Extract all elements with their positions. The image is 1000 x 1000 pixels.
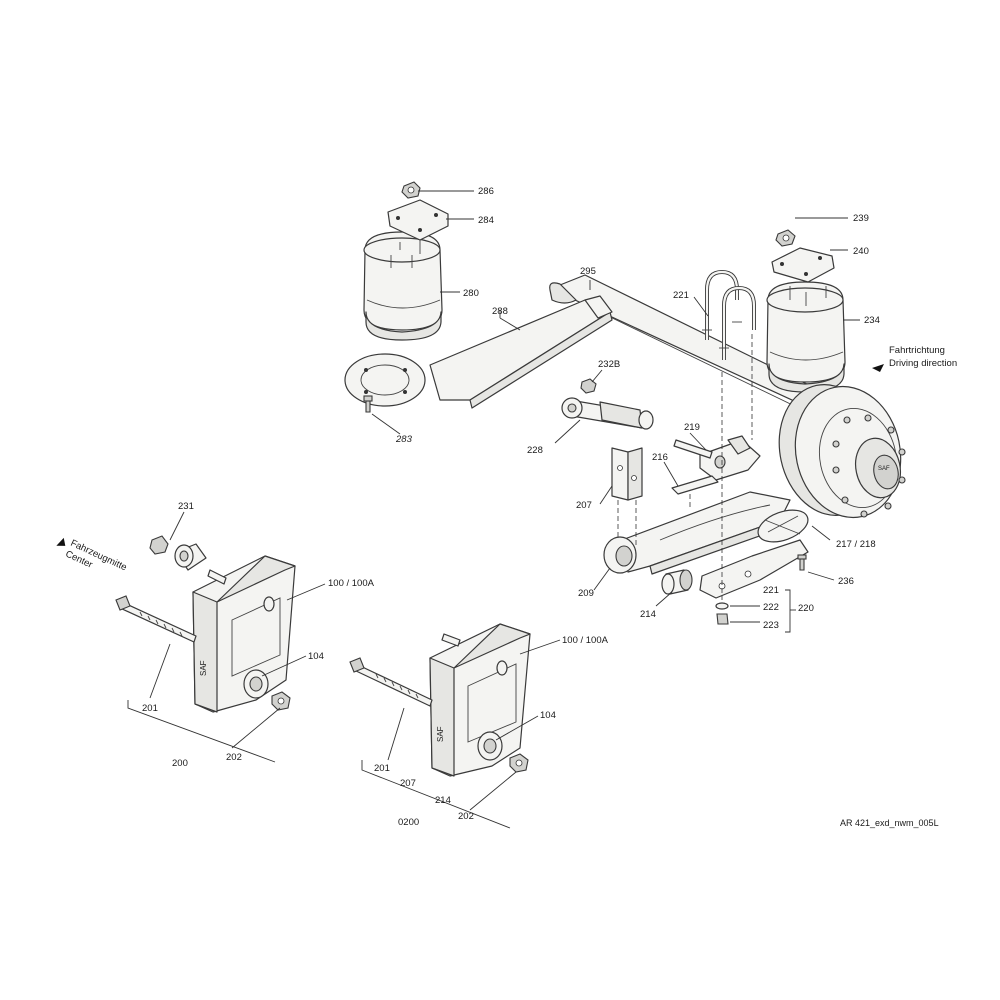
shock-absorber-228 (561, 397, 654, 430)
label-209: 209 (578, 588, 594, 599)
trailing-arm-209 (603, 491, 791, 575)
label-200: 200 (172, 758, 188, 769)
label-216: 216 (652, 452, 668, 463)
label-207: 207 (576, 500, 592, 511)
label-202-left: 202 (226, 752, 242, 763)
driving-direction-de: Fahrtrichtung (889, 345, 945, 356)
label-228: 228 (527, 445, 543, 456)
label-288: 288 (492, 306, 508, 317)
label-217-218: 217 / 218 (836, 539, 876, 550)
label-222: 222 (763, 602, 779, 613)
label-201-right: 201 (374, 763, 390, 774)
label-295: 295 (580, 266, 596, 277)
bolt-283 (363, 395, 373, 413)
nut-286 (401, 181, 421, 199)
label-220: 220 (798, 603, 814, 614)
bush-214 (661, 569, 693, 595)
bracket-brand-mark-left: SAF (199, 660, 208, 676)
label-231: 231 (178, 501, 194, 512)
hub-brand-mark: SAF (878, 466, 890, 472)
bush-231 (149, 535, 227, 585)
assembly-lines (617, 334, 753, 600)
label-0200: 0200 (398, 817, 419, 828)
label-104-left: 104 (308, 651, 324, 662)
label-239: 239 (853, 213, 869, 224)
trailing-arm-288 (344, 295, 613, 409)
label-223: 223 (763, 620, 779, 631)
label-286: 286 (478, 186, 494, 197)
label-234: 234 (864, 315, 880, 326)
driving-direction-text: Fahrtrichtung Driving direction (889, 345, 957, 369)
driving-direction-en: Driving direction (889, 358, 957, 369)
nut-239 (775, 229, 796, 247)
label-283: 283 (395, 434, 413, 445)
label-221-top: 221 (673, 290, 689, 301)
label-284: 284 (478, 215, 494, 226)
label-202-right: 202 (458, 811, 474, 822)
brake-drum-hub: SAF (778, 384, 906, 519)
label-232b: 232B (598, 359, 620, 370)
label-219: 219 (684, 422, 700, 433)
air-spring-234 (766, 281, 846, 393)
bracket-brand-mark-right: SAF (436, 726, 445, 742)
drawing-id: AR 421_exd_nwm_005L (840, 818, 939, 828)
label-201-left: 201 (142, 703, 158, 714)
washer-nut-222-223 (715, 602, 729, 625)
center-arrow (56, 537, 66, 546)
bolt-236 (797, 554, 807, 571)
label-236: 236 (838, 576, 854, 587)
driving-direction-arrow (872, 364, 884, 372)
bolt-201-right (349, 657, 433, 707)
label-100-left: 100 / 100A (328, 578, 375, 589)
nut-202-right (509, 753, 529, 773)
label-100-right: 100 / 100A (562, 635, 609, 646)
bolt-201-left (115, 595, 197, 643)
label-280: 280 (463, 288, 479, 299)
nut-202-left (271, 691, 291, 711)
bottom-plate-217-218 (699, 509, 809, 599)
label-214-bottom: 214 (435, 795, 451, 806)
label-207-bottom: 207 (400, 778, 416, 789)
bracket-100-left: SAF (192, 555, 296, 713)
axle-seat-219 (673, 435, 761, 481)
plate-284 (387, 199, 449, 241)
u-bolts-221 (702, 270, 756, 360)
label-214: 214 (640, 609, 656, 620)
plate-216 (671, 475, 719, 495)
label-240: 240 (853, 246, 869, 257)
leader-lines (127, 190, 860, 829)
spacer-207 (611, 447, 643, 501)
bracket-100-right: SAF (429, 623, 531, 777)
center-text: Fahrzeugmitte Center (64, 538, 129, 574)
part-labels: 286 284 280 288 295 283 232B 228 221 239… (142, 186, 880, 828)
label-221: 221 (763, 585, 779, 596)
nut-232b (580, 378, 597, 394)
label-104-right: 104 (540, 710, 556, 721)
plate-240 (771, 247, 835, 283)
air-spring-280 (363, 231, 443, 341)
